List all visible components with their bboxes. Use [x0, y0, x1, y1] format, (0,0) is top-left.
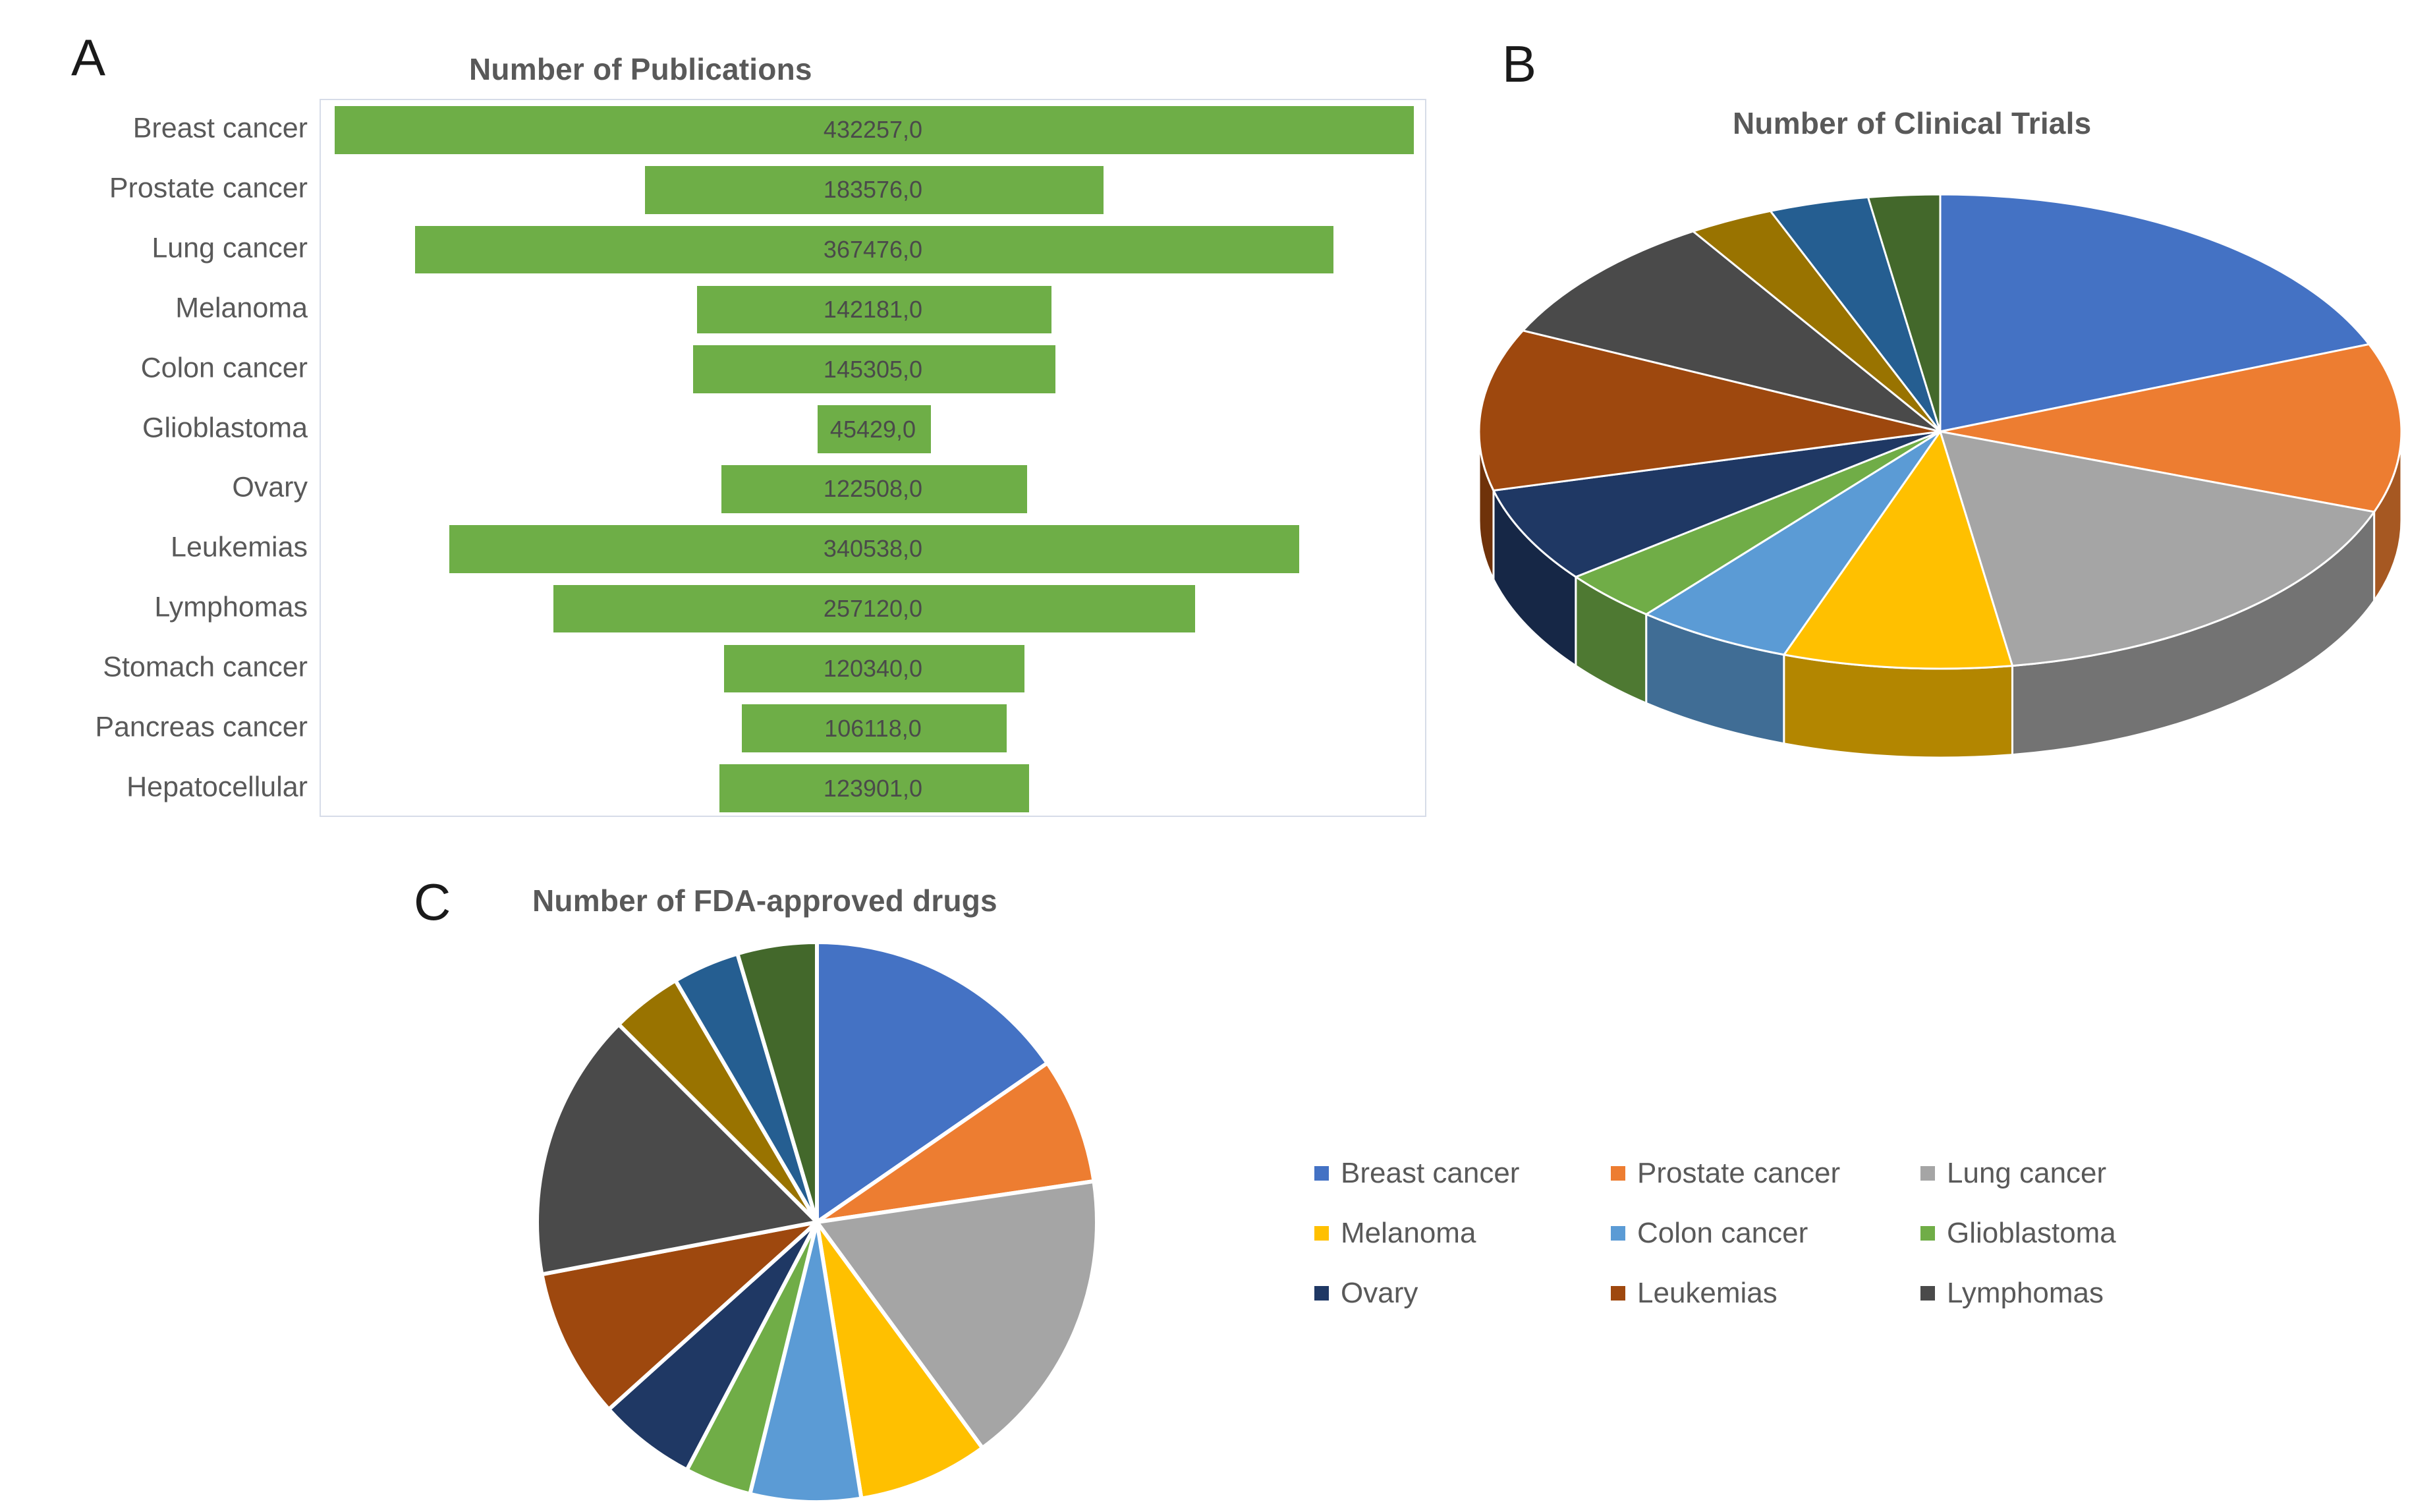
legend-swatch-icon	[1314, 1165, 1329, 1181]
bar-row: 123901,0	[321, 764, 1425, 812]
pie-slice-leukemias[interactable]	[539, 1219, 824, 1413]
legend-swatch-icon	[1920, 1165, 1935, 1181]
legend-label: Leukemias	[1637, 1276, 1777, 1309]
legend-item-leukemias[interactable]: Leukemias	[1611, 1276, 1920, 1309]
pie-3d-slice-leukemias[interactable]	[1478, 329, 1941, 492]
pie-3d-slice-ovary[interactable]	[1492, 430, 1941, 578]
bar-row: 122508,0	[321, 465, 1425, 513]
bar-category-label: Lung cancer	[152, 232, 308, 264]
legend-item-ovary[interactable]: Ovary	[1314, 1276, 1611, 1309]
panel-b-title: Number of Clinical Trials	[1733, 106, 2092, 140]
bar-row: 120340,0	[321, 644, 1425, 693]
fda-drugs-pie-chart	[527, 932, 1107, 1512]
legend-label: Lymphomas	[1947, 1276, 2104, 1309]
bar-category-label: Melanoma	[175, 292, 308, 324]
bar-segment[interactable]	[553, 584, 1196, 633]
legend-swatch-icon	[1611, 1285, 1625, 1301]
legend-swatch-icon	[1314, 1285, 1329, 1301]
bar-row: 142181,0	[321, 285, 1425, 334]
bar-row: 257120,0	[321, 584, 1425, 633]
bar-category-label: Glioblastoma	[142, 412, 308, 444]
bar-category-label: Pancreas cancer	[95, 711, 308, 743]
legend-label: Glioblastoma	[1947, 1216, 2116, 1249]
bar-row: 183576,0	[321, 165, 1425, 214]
pie-3d-slice-colon-cancer[interactable]	[1644, 430, 1942, 656]
bar-row: 45429,0	[321, 405, 1425, 453]
legend-swatch-icon	[1920, 1225, 1935, 1241]
bar-segment[interactable]	[645, 165, 1104, 214]
pie-3d-slice-breast-cancer[interactable]	[1939, 193, 2371, 433]
bar-row: 367476,0	[321, 225, 1425, 274]
pie-3d-slice-melanoma[interactable]	[1782, 429, 2014, 670]
legend-label: Colon cancer	[1637, 1216, 1808, 1249]
bar-category-label: Breast cancer	[132, 112, 308, 144]
legend-swatch-icon	[1611, 1165, 1625, 1181]
pie-slice-lymphomas[interactable]	[535, 1021, 822, 1277]
panel-letter-c: C	[414, 873, 451, 931]
pie-3d-slice-lung-cancer[interactable]	[1938, 430, 2376, 667]
bar-chart-plot-area: 432257,0 183576,0 367476,0 142181,0 145305,0…	[320, 99, 1426, 817]
pie-2d-svg	[535, 939, 1099, 1504]
pie-slice-melanoma[interactable]	[815, 1221, 986, 1501]
bar-category-label: Prostate cancer	[109, 172, 308, 204]
pie-slice-colon-cancer[interactable]	[747, 1221, 864, 1504]
pie-3d-top-faces	[1478, 193, 2403, 670]
bar-segment[interactable]	[692, 345, 1056, 394]
pie-3d-slice-prostate-cancer[interactable]	[1940, 343, 2403, 513]
bar-segment[interactable]	[334, 106, 1414, 154]
bar-row: 432257,0	[321, 106, 1425, 154]
bar-segment[interactable]	[696, 285, 1052, 334]
clinical-trials-pie-chart-3d	[1459, 168, 2421, 761]
panel-c-title: Number of FDA-approved drugs	[532, 883, 997, 918]
pie-3d-svg	[1478, 193, 2403, 759]
bar-segment[interactable]	[741, 704, 1007, 753]
pie-slice-breast-cancer[interactable]	[815, 939, 1050, 1226]
legend-item-lung-cancer[interactable]: Lung cancer	[1920, 1156, 2230, 1189]
bar-segment[interactable]	[415, 225, 1333, 274]
legend-item-glioblastoma[interactable]: Glioblastoma	[1920, 1216, 2230, 1249]
pie-slice-prostate-cancer[interactable]	[816, 1060, 1096, 1224]
legend-swatch-icon	[1611, 1225, 1625, 1241]
bar-category-label: Lymphomas	[154, 591, 308, 623]
legend-item-prostate-cancer[interactable]: Prostate cancer	[1611, 1156, 1920, 1189]
legend-label: Breast cancer	[1341, 1156, 1520, 1189]
legend-label: Prostate cancer	[1637, 1156, 1841, 1189]
bar-category-label: Colon cancer	[140, 352, 308, 384]
pie-3d-slice-hepatocellular[interactable]	[1866, 193, 1942, 432]
pie-slice-hepatocellular[interactable]	[735, 939, 819, 1223]
legend-label: Melanoma	[1341, 1216, 1476, 1249]
legend-label: Lung cancer	[1947, 1156, 2107, 1189]
bar-segment[interactable]	[719, 764, 1029, 812]
bar-segment[interactable]	[721, 465, 1028, 513]
bar-row: 340538,0	[321, 524, 1425, 573]
bar-category-label: Stomach cancer	[103, 651, 308, 683]
pie-3d-wall-melanoma[interactable]	[1783, 653, 2014, 759]
legend-item-breast-cancer[interactable]: Breast cancer	[1314, 1156, 1611, 1189]
bar-row: 145305,0	[321, 345, 1425, 394]
legend-label: Ovary	[1341, 1276, 1418, 1309]
bar-row: 106118,0	[321, 704, 1425, 753]
panel-a-title: Number of Publications	[469, 52, 812, 86]
legend-item-colon-cancer[interactable]: Colon cancer	[1611, 1216, 1920, 1249]
bar-segment[interactable]	[817, 405, 932, 453]
bar-segment[interactable]	[449, 524, 1300, 573]
bar-category-label: Leukemias	[171, 531, 308, 563]
legend-swatch-icon	[1920, 1285, 1935, 1301]
panel-letter-a: A	[71, 28, 106, 86]
bar-category-label: Hepatocellular	[126, 771, 308, 803]
pie-slice-lung-cancer[interactable]	[813, 1179, 1099, 1451]
legend-item-lymphomas[interactable]: Lymphomas	[1920, 1276, 2230, 1309]
legend-swatch-icon	[1314, 1225, 1329, 1241]
bar-segment[interactable]	[723, 644, 1025, 693]
pie-3d-slice-lymphomas[interactable]	[1521, 230, 1941, 433]
panel-letter-b: B	[1502, 35, 1537, 93]
legend-item-melanoma[interactable]: Melanoma	[1314, 1216, 1611, 1249]
bar-category-label: Ovary	[232, 471, 308, 503]
